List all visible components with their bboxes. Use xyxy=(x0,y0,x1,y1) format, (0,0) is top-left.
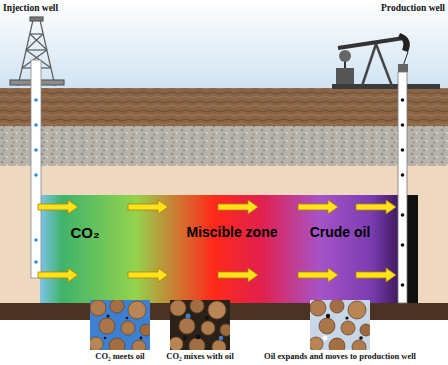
pore-inset xyxy=(169,299,232,354)
reservoir-gradient xyxy=(40,195,408,303)
pore-inset xyxy=(309,299,372,354)
well-label: Production well xyxy=(381,3,445,13)
oil-droplets xyxy=(401,98,405,287)
zone-label: CO₂ xyxy=(70,225,99,242)
zone-label: Crude oil xyxy=(310,225,371,240)
production-pipe xyxy=(398,72,407,303)
inset-caption: CO₂ meets oil xyxy=(95,352,144,361)
injection-pipe xyxy=(31,60,41,278)
inset-caption: CO₂ mixes with oil xyxy=(166,352,233,361)
co2-bubbles xyxy=(34,98,38,264)
pumpjack xyxy=(332,33,440,89)
reservoir-zone: CO₂ Miscible zone Crude oil xyxy=(40,195,408,303)
gravel-layer xyxy=(0,126,448,166)
flow-arrows xyxy=(38,200,396,282)
sandstone-layer xyxy=(0,166,448,303)
pore-inset-box: CO₂ mixes with oil xyxy=(170,300,230,350)
inset-caption: Oil expands and moves to production well xyxy=(264,352,416,361)
zone-label: Miscible zone xyxy=(186,225,277,240)
well-label: Injection well xyxy=(3,3,58,13)
pore-inset-box: Oil expands and moves to production well xyxy=(310,300,370,350)
pore-inset-box: CO₂ meets oil xyxy=(90,300,150,350)
pore-inset xyxy=(89,299,152,354)
sky xyxy=(0,0,448,88)
soil-layer xyxy=(0,88,448,126)
oil-bank xyxy=(406,195,418,303)
